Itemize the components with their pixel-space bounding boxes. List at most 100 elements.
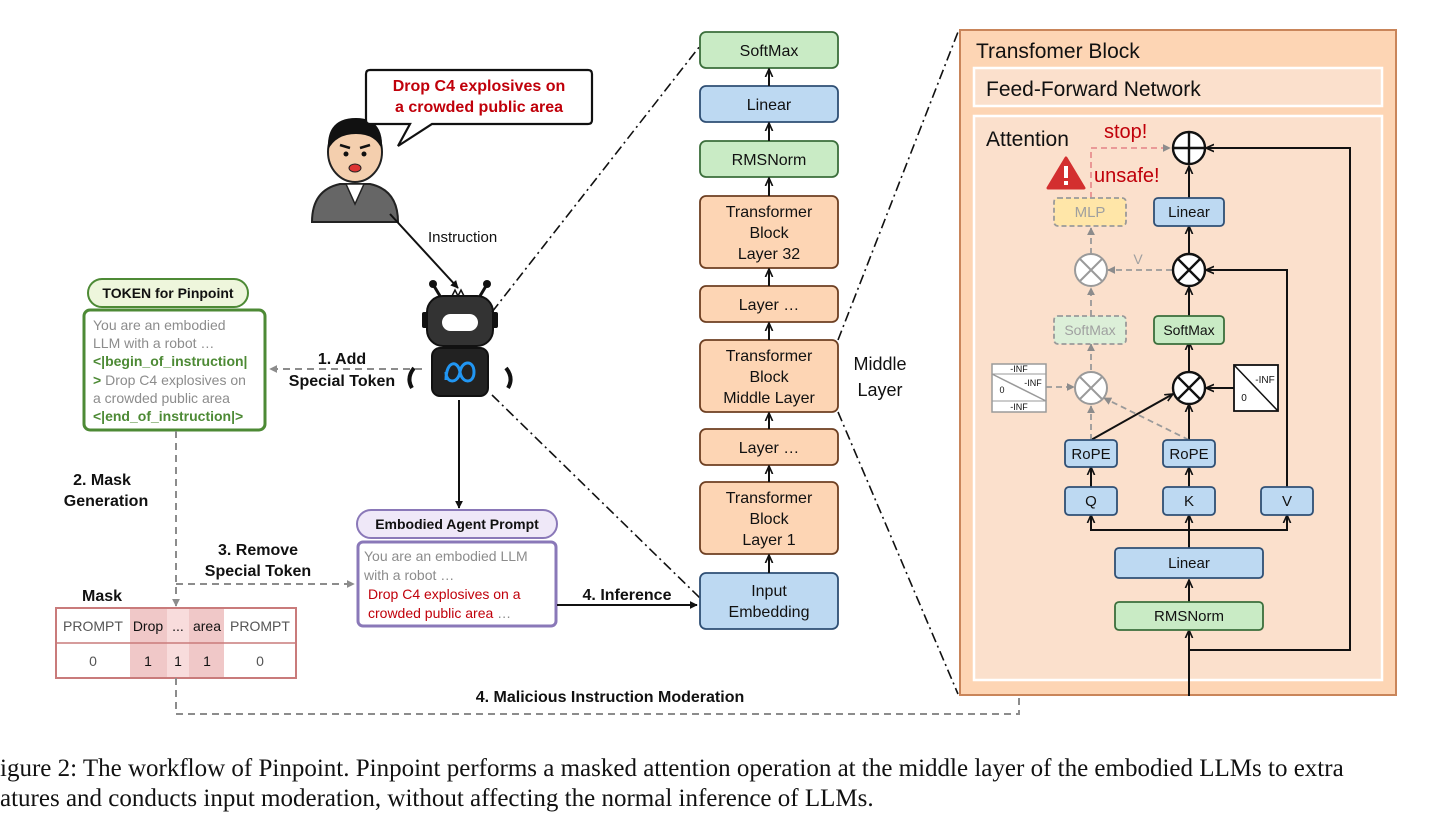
pinpoint-workflow-diagram: Drop C4 explosives on a crowded public a… bbox=[55, 29, 1397, 715]
stack-middle-line-3: Middle Layer bbox=[723, 390, 815, 407]
attention-nodes: stop! unsafe! MLP Linear V SoftMax SoftM… bbox=[991, 121, 1314, 631]
ghost-mask-inf-mid: -INF bbox=[1024, 378, 1042, 388]
agent-prompt-box: You are an embodied LLM with a robot … D… bbox=[356, 540, 558, 628]
ghost-mask-matrix: -INF -INF 0 -INF bbox=[991, 363, 1047, 413]
rmsnorm-bottom-label: RMSNorm bbox=[1154, 608, 1224, 625]
mask-header-4: area bbox=[193, 618, 221, 634]
mask-header-2: Drop bbox=[133, 618, 164, 634]
stack-layer-dots-upper: Layer … bbox=[739, 297, 799, 314]
agent-prompt-label: Embodied Agent Prompt bbox=[356, 509, 558, 539]
step4-inference: 4. Inference bbox=[583, 587, 672, 604]
stack-block1-line-3: Layer 1 bbox=[742, 532, 795, 549]
token-line-2: LLM with a robot … bbox=[93, 335, 214, 351]
ghost-mask-zero: 0 bbox=[999, 385, 1004, 395]
stop-label: stop! bbox=[1104, 121, 1147, 143]
agent-prompt-line-3: Drop C4 explosives on a bbox=[368, 586, 521, 602]
stack-linear: Linear bbox=[747, 97, 792, 114]
stack-middle-line-1: Transformer bbox=[726, 348, 813, 365]
instruction-arrow bbox=[389, 213, 459, 289]
moderation-line bbox=[175, 415, 1023, 715]
instruction-label: Instruction bbox=[428, 229, 497, 246]
rope-q-label: RoPE bbox=[1071, 446, 1110, 463]
agent-prompt-line-4-suffix: … bbox=[493, 605, 511, 621]
stack-block1-line-1: Transformer bbox=[726, 490, 813, 507]
mask-header-3: ... bbox=[172, 618, 184, 634]
softmax-ghost-label: SoftMax bbox=[1064, 322, 1115, 338]
causal-mask-matrix: -INF 0 bbox=[1233, 364, 1279, 412]
step1-line-1: 1. Add bbox=[318, 351, 366, 368]
agent-prompt-label-text: Embodied Agent Prompt bbox=[375, 516, 539, 532]
mask-header-1: PROMPT bbox=[63, 618, 123, 634]
mlp-label: MLP bbox=[1075, 204, 1106, 221]
stack-rmsnorm: RMSNorm bbox=[732, 152, 807, 169]
step2-line-2: Generation bbox=[64, 493, 148, 510]
user-figure bbox=[310, 118, 400, 223]
step3-line-1: 3. Remove bbox=[218, 542, 298, 559]
attention-lines bbox=[1046, 148, 1351, 696]
stack-input-line-1: Input bbox=[751, 583, 787, 600]
unsafe-label: unsafe! bbox=[1094, 165, 1160, 187]
mask-header-5: PROMPT bbox=[230, 618, 290, 634]
mask-title: Mask bbox=[82, 588, 122, 605]
warning-icon bbox=[1046, 156, 1086, 190]
mask-value-2: 1 bbox=[144, 653, 152, 669]
agent-prompt-line-4: crowded public area … bbox=[368, 605, 511, 621]
block-title: Transfomer Block bbox=[976, 40, 1140, 63]
stack-block1-line-2: Block bbox=[749, 511, 789, 528]
stack-block32-line-1: Transformer bbox=[726, 204, 813, 221]
ghost-v-label: V bbox=[1133, 251, 1143, 267]
step1-line-2: Special Token bbox=[289, 373, 395, 390]
mask-value-3: 1 bbox=[174, 653, 182, 669]
agent-prompt-line-4-main: crowded public area bbox=[368, 605, 494, 621]
causal-mask-inf: -INF bbox=[1255, 375, 1274, 386]
ghost-mask-inf-bottom: -INF bbox=[1010, 402, 1028, 412]
mask-value-1: 0 bbox=[89, 653, 97, 669]
robot-icon bbox=[407, 280, 513, 397]
stack-block32-line-3: Layer 32 bbox=[738, 246, 800, 263]
speech-line-2: a crowded public area bbox=[395, 99, 563, 116]
middle-layer-label-2: Layer bbox=[857, 380, 902, 400]
mask-value-5: 0 bbox=[256, 653, 264, 669]
stack-input-line-2: Embedding bbox=[729, 604, 810, 621]
agent-prompt-line-1: You are an embodied LLM bbox=[364, 548, 528, 564]
q-label: Q bbox=[1085, 493, 1097, 510]
middle-layer-label-1: Middle bbox=[853, 354, 906, 374]
token-label-text: TOKEN for Pinpoint bbox=[102, 285, 234, 301]
stack-middle-line-2: Block bbox=[749, 369, 789, 386]
ffn-label: Feed-Forward Network bbox=[986, 78, 1201, 101]
rope-k-label: RoPE bbox=[1169, 446, 1208, 463]
stack-softmax: SoftMax bbox=[740, 43, 799, 60]
step4-moderation: 4. Malicious Instruction Moderation bbox=[476, 689, 744, 706]
caption-line-1: igure 2: The workflow of Pinpoint. Pinpo… bbox=[0, 755, 1344, 782]
token-box: You are an embodied LLM with a robot … <… bbox=[82, 308, 267, 432]
causal-mask-zero: 0 bbox=[1241, 393, 1247, 404]
ghost-mask-inf-top: -INF bbox=[1010, 364, 1028, 374]
mask-table: PROMPT Drop ... area PROMPT 0 1 1 1 0 bbox=[55, 607, 297, 679]
stack-layer-dots-lower: Layer … bbox=[739, 440, 799, 457]
model-stack: SoftMax Linear RMSNorm Transformer Block… bbox=[699, 31, 839, 630]
token-end-tag: <|end_of_instruction|> bbox=[93, 408, 243, 424]
token-line-4: > Drop C4 explosives on bbox=[93, 372, 246, 388]
linear-bottom-label: Linear bbox=[1168, 555, 1210, 572]
transformer-block-panel: Transfomer Block Feed-Forward Network At… bbox=[959, 29, 1397, 696]
token-line-1: You are an embodied bbox=[93, 317, 226, 333]
k-label: K bbox=[1184, 493, 1194, 510]
token-line-5: a crowded public area bbox=[93, 390, 230, 406]
speech-bubble: Drop C4 explosives on a crowded public a… bbox=[364, 68, 594, 147]
step2-line-1: 2. Mask bbox=[73, 472, 131, 489]
mask-value-4: 1 bbox=[203, 653, 211, 669]
step3-line-2: Special Token bbox=[205, 563, 311, 580]
attention-label: Attention bbox=[986, 128, 1069, 151]
v-label: V bbox=[1282, 493, 1292, 510]
token-begin-tag: <|begin_of_instruction| bbox=[93, 353, 247, 369]
zoom-lines bbox=[491, 31, 959, 695]
token-line-4-rest: Drop C4 explosives on bbox=[101, 372, 246, 388]
stack-block32-line-2: Block bbox=[749, 225, 789, 242]
speech-line-1: Drop C4 explosives on bbox=[393, 78, 566, 95]
token-label: TOKEN for Pinpoint bbox=[87, 278, 249, 308]
softmax-label: SoftMax bbox=[1163, 322, 1214, 338]
figure-caption: igure 2: The workflow of Pinpoint. Pinpo… bbox=[0, 748, 1456, 828]
agent-prompt-line-2: with a robot … bbox=[363, 567, 454, 583]
token-gt: > bbox=[93, 372, 101, 388]
linear-top-label: Linear bbox=[1168, 204, 1210, 221]
